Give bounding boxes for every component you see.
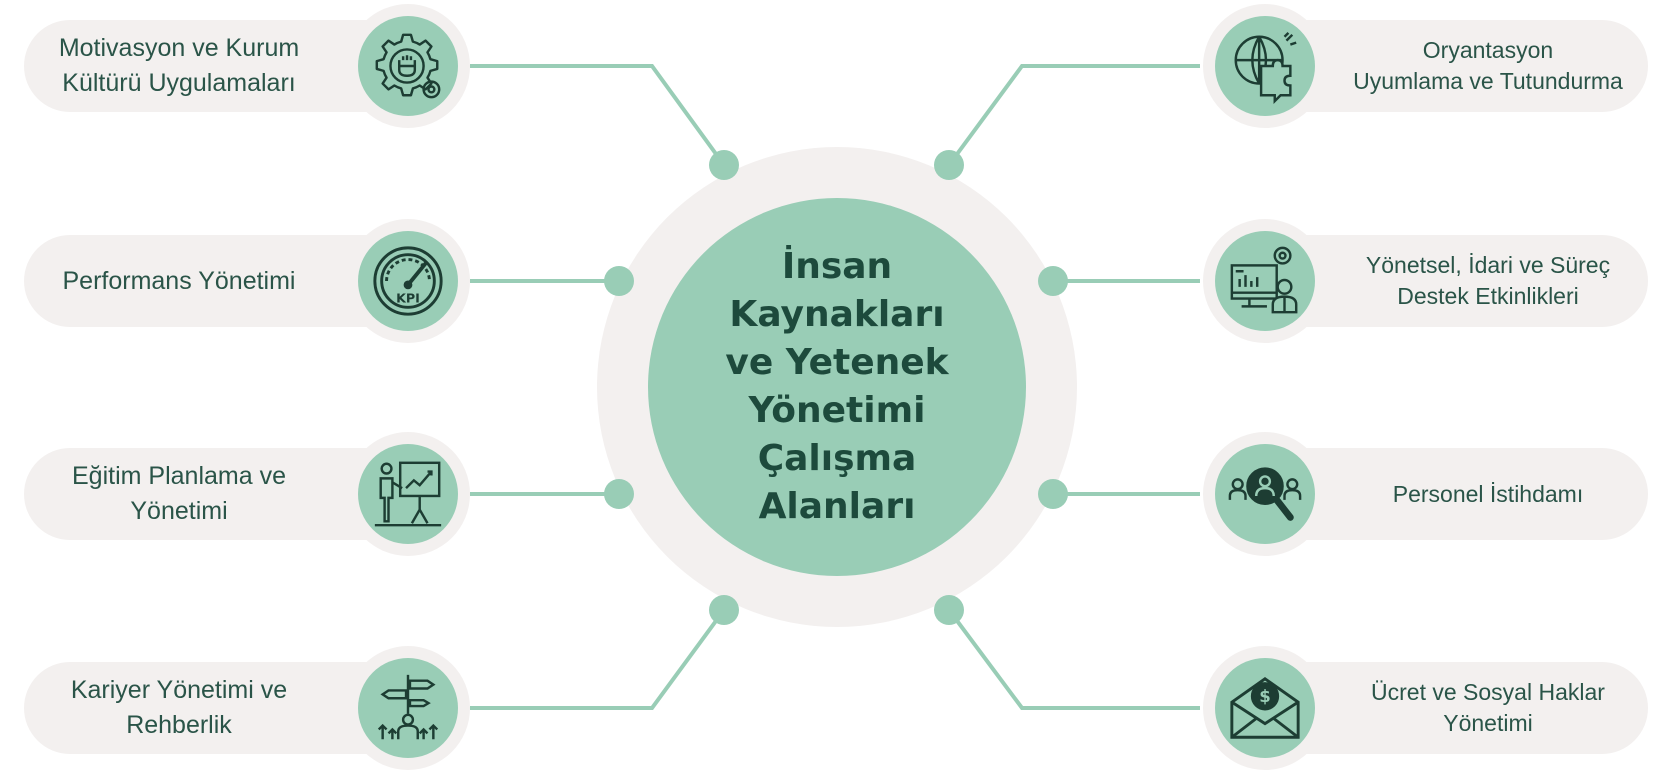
connector-dot [934, 150, 964, 180]
center-title: İnsan Kaynakları ve Yetenek Yönetimi Çal… [648, 198, 1026, 576]
area-label: Eğitim Planlama ve Yönetimi [72, 462, 286, 525]
icon-disc: KPI [358, 231, 458, 331]
kpi-gauge-icon: KPI [373, 246, 443, 316]
gear-fist-icon [375, 33, 441, 99]
connector-bottom-left [470, 608, 726, 710]
icon-ring [346, 432, 470, 556]
connector-dot [604, 266, 634, 296]
center-title-text: İnsan Kaynakları ve Yetenek Yönetimi Çal… [725, 246, 949, 527]
area-label: Personel İstihdamı [1392, 480, 1584, 507]
icon-disc [358, 658, 458, 758]
connector-dot [1038, 479, 1068, 509]
svg-text:$: $ [1259, 687, 1271, 706]
area-label: Yönetsel, İdari ve Süreç Destek Etkinlik… [1365, 252, 1611, 309]
center-disc [648, 198, 1026, 576]
career-signpost-icon [377, 674, 439, 740]
connector-dot [709, 150, 739, 180]
icon-disc [1215, 231, 1315, 331]
connector-top-left [470, 64, 726, 167]
area-label: Motivasyon ve Kurum Kültürü Uygulamaları [58, 34, 300, 97]
connector-dots [604, 150, 1068, 625]
puzzle-globe-icon [1234, 31, 1297, 105]
connector-dot [604, 479, 634, 509]
admin-computer-icon [1230, 246, 1298, 314]
icon-disc [1215, 16, 1315, 116]
icon-disc [358, 444, 458, 544]
presentation-board-icon [374, 461, 442, 527]
svg-text:KPI: KPI [396, 290, 420, 305]
connector-dot [934, 595, 964, 625]
icon-ring [1203, 219, 1327, 343]
connector-dot [709, 595, 739, 625]
salary-envelope-icon: $ [1230, 676, 1300, 739]
icon-ring [346, 646, 470, 770]
icon-ring: $ [1203, 646, 1327, 770]
icon-disc [358, 16, 458, 116]
connector-top-right [947, 64, 1200, 167]
icon-ring: KPI [346, 219, 470, 343]
area-label: Ücret ve Sosyal Haklar Yönetimi [1371, 679, 1605, 736]
connector-bottom-right [947, 608, 1200, 710]
area-label: Kariyer Yönetimi ve Rehberlik [70, 676, 288, 739]
area-label: Oryantasyon Uyumlama ve Tutundurma [1353, 37, 1623, 94]
icon-disc [1215, 444, 1315, 544]
icon-ring [1203, 432, 1327, 556]
icon-ring [1203, 4, 1327, 128]
connector-lines [470, 64, 1200, 710]
area-label: Performans Yönetimi [62, 266, 296, 295]
icon-ring [346, 4, 470, 128]
icon-disc: $ [1215, 658, 1315, 758]
recruitment-search-icon [1228, 467, 1302, 521]
connector-dot [1038, 266, 1068, 296]
